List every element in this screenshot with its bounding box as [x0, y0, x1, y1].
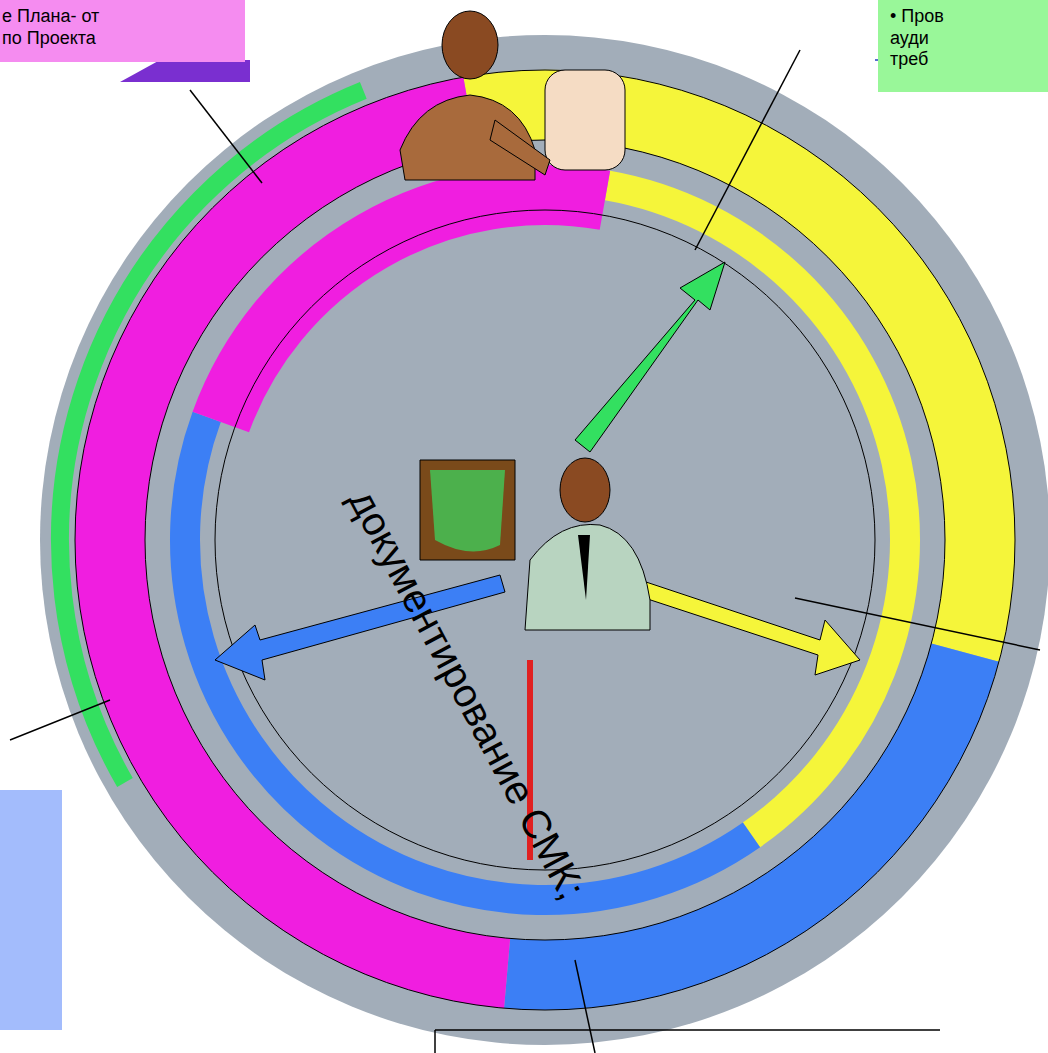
green-arrow — [575, 262, 725, 452]
inner-magenta — [221, 195, 605, 422]
purple-bar — [120, 60, 250, 82]
person-computer — [400, 11, 625, 180]
inner-yellow — [608, 185, 905, 834]
blue-band — [507, 653, 965, 975]
ring-edge — [145, 140, 945, 940]
person-board — [420, 458, 650, 630]
ring-edge — [215, 210, 875, 870]
ring-edge — [75, 70, 1015, 1010]
callout-text: е Плана- от по Проекта — [2, 6, 112, 49]
blue-panel — [0, 790, 62, 1030]
grey-disk — [40, 35, 1048, 1045]
callout-text: • Пров ауди треб — [890, 6, 970, 71]
pink-callout: е Плана- от по Проекта — [0, 0, 245, 62]
green-callout: • Пров ауди треб — [878, 0, 1048, 92]
leader-lines — [10, 50, 1040, 1053]
